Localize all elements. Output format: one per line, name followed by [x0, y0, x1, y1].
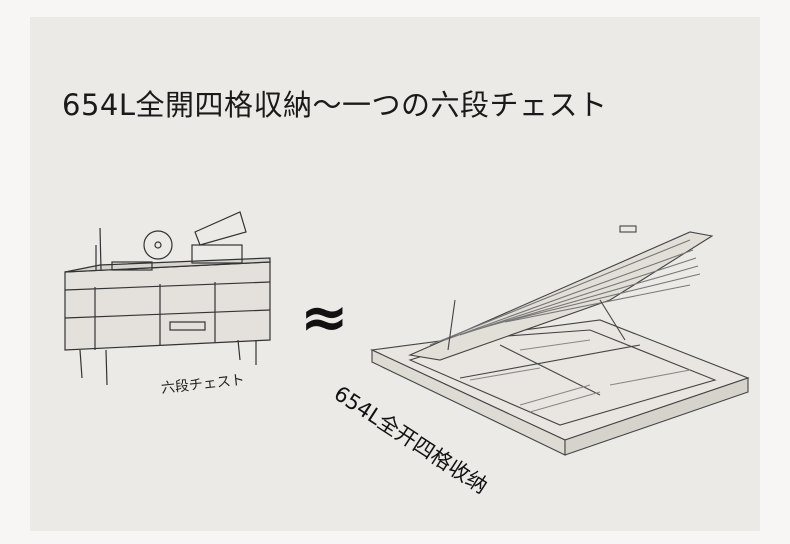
bed-illustration [370, 225, 750, 456]
chest-illustration [64, 211, 271, 386]
approx-symbol: ≈ [300, 283, 349, 351]
page-title: 654L全開四格収納～一つの六段チェスト [62, 88, 608, 122]
